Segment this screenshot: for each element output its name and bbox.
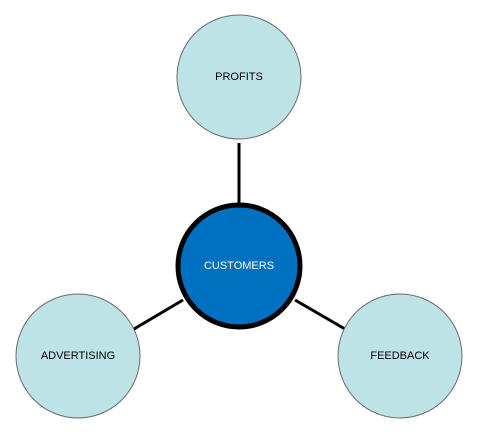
node-profits-label: PROFITS [215,71,263,83]
node-customers: CUSTOMERS [175,202,303,330]
node-advertising: ADVERTISING [15,293,141,419]
node-customers-label: CUSTOMERS [204,260,274,272]
node-advertising-label: ADVERTISING [41,350,115,362]
connector-left [133,298,184,331]
node-feedback-label: FEEDBACK [370,350,430,362]
connector-right [294,298,346,331]
node-feedback: FEEDBACK [337,293,463,419]
node-profits: PROFITS [176,14,302,140]
